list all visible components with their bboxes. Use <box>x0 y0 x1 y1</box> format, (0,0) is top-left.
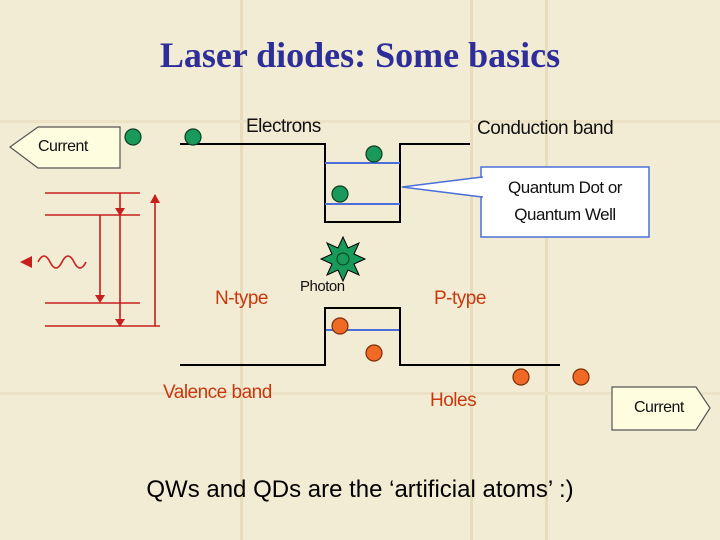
holes <box>331 317 590 386</box>
hole <box>512 368 530 386</box>
energy-level-diagram <box>45 192 160 327</box>
electron <box>184 128 202 146</box>
background-stripe <box>545 0 548 540</box>
hole <box>331 317 349 335</box>
electrons-label: Electrons <box>246 116 321 137</box>
slide-title: Laser diodes: Some basics <box>159 35 561 75</box>
electron <box>124 128 142 146</box>
current-arrow-right <box>611 386 711 431</box>
current-arrow-left <box>8 126 121 169</box>
conduction-band-label: Conduction band <box>477 118 614 139</box>
quantum-callout-text: Quantum Dot or Quantum Well <box>508 178 622 224</box>
valence-band-label: Valence band <box>163 382 272 403</box>
holes-label: Holes <box>430 390 477 411</box>
hole <box>365 344 383 362</box>
emitted-wave <box>20 255 87 269</box>
current-label-right: Current <box>634 399 684 416</box>
p-type-label: P-type <box>434 288 486 309</box>
current-label-left: Current <box>38 138 88 155</box>
background-band <box>0 392 720 395</box>
valence-band-line <box>180 307 560 366</box>
conduction-band-line <box>180 143 470 223</box>
photon-label: Photon <box>300 278 345 295</box>
hole <box>572 368 590 386</box>
quantum-callout-box <box>480 166 650 238</box>
energy-level-arrows <box>95 194 160 327</box>
photon-starburst <box>319 235 367 283</box>
background-stripe <box>470 0 473 540</box>
electron <box>331 185 349 203</box>
background-stripe <box>240 0 243 540</box>
background-band <box>0 120 720 123</box>
slide-caption: QWs and QDs are the ‘artificial atoms’ :… <box>146 476 574 503</box>
callout-pointer <box>401 176 483 198</box>
n-type-label: N-type <box>215 288 268 309</box>
electrons <box>124 128 383 203</box>
electron <box>365 145 383 163</box>
